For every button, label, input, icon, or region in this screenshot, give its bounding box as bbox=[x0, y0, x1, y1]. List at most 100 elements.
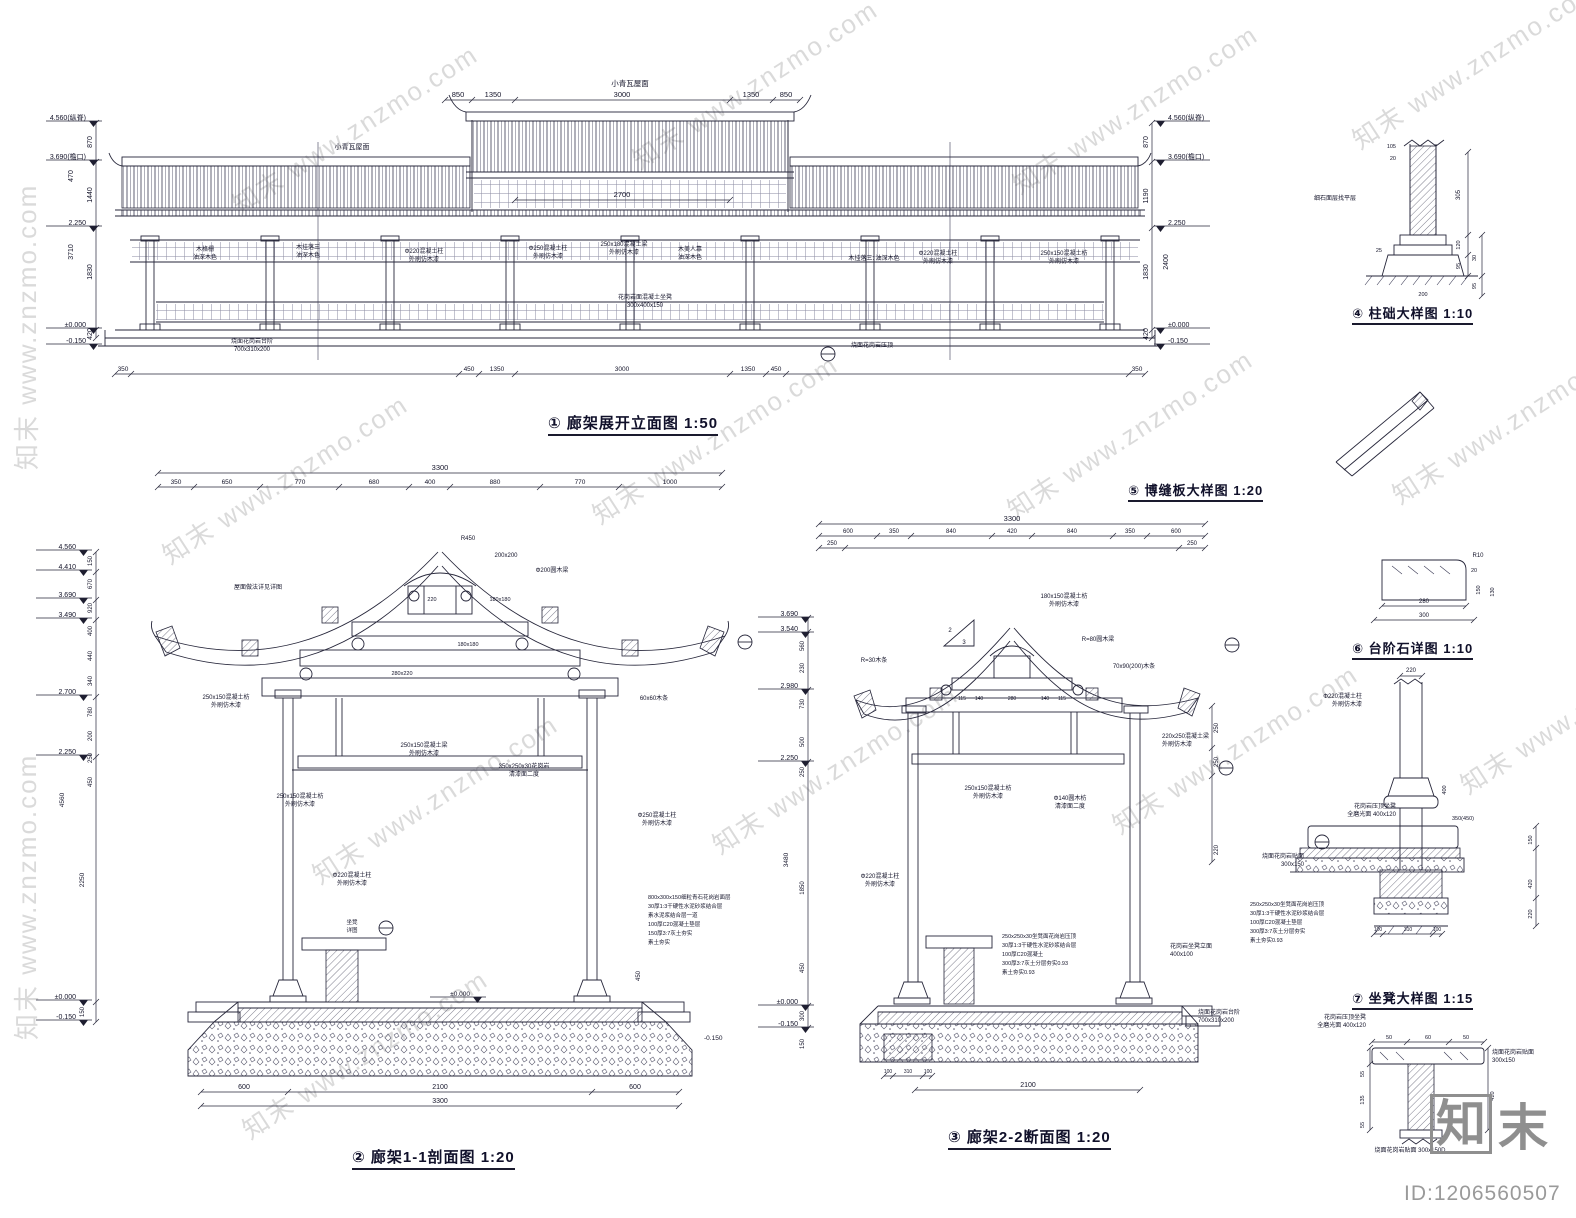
cad-label: 烧面花岗岩贴面 bbox=[1262, 852, 1304, 860]
dim-line bbox=[1480, 1038, 1488, 1046]
cad-label: 310 bbox=[904, 1069, 913, 1075]
dim-line bbox=[1208, 772, 1216, 780]
cad-label: 100 bbox=[1374, 927, 1383, 933]
cad-label: 105 bbox=[1387, 144, 1396, 150]
cad-label: 100 bbox=[924, 1069, 933, 1075]
dim-line bbox=[1396, 672, 1404, 680]
cad-label: 115 bbox=[958, 696, 966, 702]
cad-label: R=80圆木梁 bbox=[1082, 635, 1115, 643]
cad-label: 细石面层找平层 bbox=[1314, 194, 1356, 202]
watermark-text: 知末 www.znzmo.com bbox=[1347, 0, 1576, 155]
cad-label: 250 bbox=[1187, 541, 1198, 547]
cad-label: 350 bbox=[171, 479, 182, 486]
cad-label: 300x150 bbox=[1281, 862, 1305, 868]
cad-label: 650 bbox=[222, 479, 233, 486]
cad-label: 250x250x30坐凳面花岗岩压顶 bbox=[1250, 900, 1324, 908]
cad-label: 420 bbox=[1490, 1091, 1496, 1100]
dim-line bbox=[769, 96, 777, 104]
dim-line bbox=[762, 370, 770, 378]
cad-label: 25 bbox=[1376, 248, 1382, 254]
dim-line bbox=[1208, 702, 1216, 710]
cad-label: 烧面花岗岩压顶 bbox=[851, 341, 893, 349]
elevation-marker-icon bbox=[79, 570, 88, 576]
dim-line bbox=[675, 1088, 683, 1096]
dim-line bbox=[911, 1086, 919, 1094]
elevation-marker-icon bbox=[79, 1020, 88, 1026]
cad-label: 600 bbox=[238, 1084, 250, 1091]
elevation-mark-label: 3.490 bbox=[58, 612, 76, 619]
watermark-text: 知末 www.znzmo.com bbox=[12, 754, 42, 1040]
dim-line bbox=[1532, 822, 1540, 830]
elevation-marker-icon bbox=[801, 689, 810, 695]
dim-line bbox=[841, 544, 849, 552]
cad-label: 350(450) bbox=[1452, 816, 1474, 822]
dim-line bbox=[1109, 532, 1117, 540]
cad-label: 200 bbox=[1418, 292, 1427, 298]
dim-line bbox=[154, 469, 162, 477]
dim-line bbox=[127, 370, 135, 378]
elevation-mark-label: -0.150 bbox=[66, 338, 86, 345]
watermark-text: 知末 www.znzmo.com bbox=[1107, 659, 1363, 840]
cad-label: 250 bbox=[1214, 722, 1220, 733]
cad-label: 花岗岩压顶坐凳 bbox=[1354, 802, 1396, 810]
dim-line bbox=[718, 483, 726, 491]
elevation-mark-label: 3.690(檐口) bbox=[1168, 152, 1204, 161]
cad-label: Φ250混凝土柱 bbox=[529, 244, 568, 252]
cad-label: 220 bbox=[1528, 909, 1534, 918]
cad-label: 清漆面二度 bbox=[1055, 802, 1085, 810]
cad-label: 1000 bbox=[663, 479, 678, 486]
dim-line bbox=[1464, 231, 1472, 239]
elevation-marker-icon bbox=[1156, 121, 1165, 127]
cad-label: 310 bbox=[1404, 927, 1413, 933]
dim-line bbox=[92, 568, 100, 576]
dim-line bbox=[1418, 672, 1426, 680]
cad-label: 1190 bbox=[1143, 188, 1150, 203]
dim-line bbox=[919, 1072, 927, 1080]
cad-label: 400 bbox=[425, 479, 436, 486]
detail-bench bbox=[1290, 678, 1465, 935]
cad-label: 100厚C20混凝土垫层 bbox=[1250, 918, 1303, 926]
cad-label: 250x150混凝土枋 bbox=[964, 784, 1011, 792]
cad-label: 730 bbox=[800, 698, 806, 709]
cad-label: 100厚C20混凝土垫层 bbox=[648, 920, 701, 928]
cad-label: 150 bbox=[88, 555, 94, 566]
dim-line bbox=[1438, 930, 1446, 938]
cad-label: 870 bbox=[1143, 136, 1150, 148]
dim-line bbox=[1462, 602, 1470, 610]
elevation-marker-icon bbox=[89, 344, 98, 350]
dim-line bbox=[1378, 602, 1386, 610]
cad-label: 250 bbox=[800, 766, 806, 777]
dim-line bbox=[1478, 231, 1486, 239]
section-1-1-title: ② 廊架1-1剖面图 1:20 bbox=[352, 1146, 515, 1170]
cad-label: 350 bbox=[118, 366, 129, 373]
elevation-marker-icon bbox=[801, 1027, 810, 1033]
cad-label: 3300 bbox=[1004, 514, 1021, 523]
cad-label: 230 bbox=[800, 662, 806, 673]
dim-line bbox=[92, 334, 100, 342]
elevation-marker-icon bbox=[89, 121, 98, 127]
cad-label: 1350 bbox=[490, 366, 505, 373]
cad-label: 840 bbox=[1067, 529, 1078, 535]
dim-line bbox=[1532, 894, 1540, 902]
cad-label: 560 bbox=[800, 640, 806, 651]
dim-line bbox=[468, 96, 476, 104]
cad-label: 220x250混凝土梁 bbox=[1162, 732, 1209, 740]
cad-label: 600 bbox=[629, 1084, 641, 1091]
cad-label: 150 bbox=[800, 1038, 806, 1049]
cad-label: 95 bbox=[1456, 263, 1462, 269]
cad-label: 500 bbox=[800, 736, 806, 747]
dim-line bbox=[1532, 844, 1540, 852]
cad-label: 坐凳 bbox=[346, 918, 358, 926]
cad-label: 800x300x150细粒青石花岗岩面层 bbox=[648, 893, 731, 901]
cad-label: Φ220混凝土柱 bbox=[333, 871, 372, 879]
dim-line bbox=[92, 753, 100, 761]
cad-label: 外刷仿木漆 bbox=[409, 749, 439, 757]
cad-label: 135 bbox=[1360, 1095, 1366, 1104]
cad-label: 木格栅 bbox=[196, 245, 214, 253]
dim-line bbox=[455, 370, 463, 378]
dim-line bbox=[92, 596, 100, 604]
cad-label: 全磨光面 400x120 bbox=[1347, 810, 1396, 818]
elevation-mark-label: 3.540 bbox=[780, 626, 798, 633]
elevation-marker-icon bbox=[79, 1000, 88, 1006]
